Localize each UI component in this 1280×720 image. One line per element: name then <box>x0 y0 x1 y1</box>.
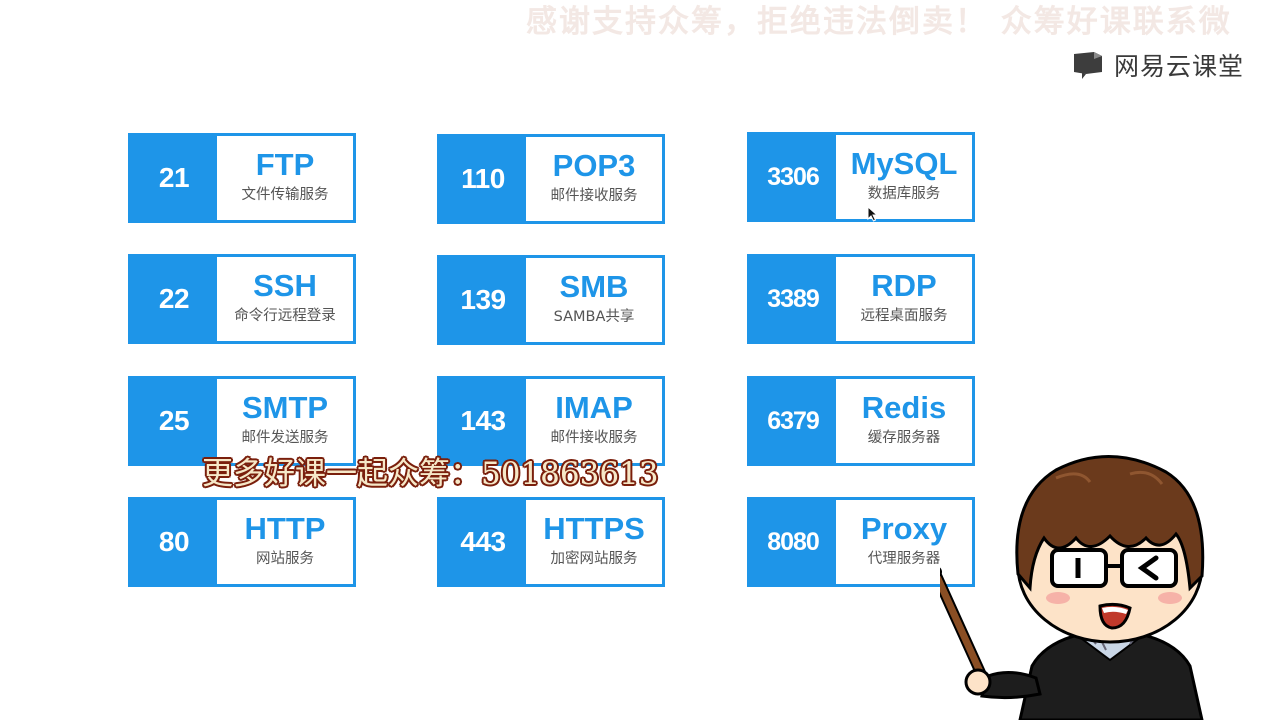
service-description: 网站服务 <box>256 551 314 567</box>
service-description: 邮件发送服务 <box>241 430 329 446</box>
port-number: 25 <box>131 379 217 463</box>
port-number: 22 <box>131 257 217 341</box>
service-description: 加密网站服务 <box>550 551 638 567</box>
port-number: 3389 <box>750 257 836 341</box>
service-name: MySQL <box>850 146 958 181</box>
service-description: 数据库服务 <box>867 186 941 202</box>
port-card-proxy: 8080 Proxy 代理服务器 <box>747 497 975 587</box>
service-info: HTTPS 加密网站服务 <box>526 500 662 584</box>
service-name: SSH <box>253 268 317 303</box>
service-description: 缓存服务器 <box>867 430 941 446</box>
port-card-ftp: 21 FTP 文件传输服务 <box>128 133 356 223</box>
brand: 网易云课堂 <box>1072 48 1244 82</box>
service-name: Redis <box>861 390 947 425</box>
port-card-smtp: 25 SMTP 邮件发送服务 <box>128 376 356 466</box>
service-info: POP3 邮件接收服务 <box>526 137 662 221</box>
service-name: SMTP <box>241 390 329 425</box>
mouse-pointer-icon <box>867 206 879 222</box>
port-number: 3306 <box>750 135 836 219</box>
service-name: IMAP <box>555 390 633 425</box>
port-card-smb: 139 SMB SAMBA共享 <box>437 255 665 345</box>
watermark-text: 感谢支持众筹，拒绝违法倒卖！ 众筹好课联系微 <box>526 4 1232 40</box>
port-number: 139 <box>440 258 526 342</box>
service-description: SAMBA共享 <box>553 309 635 325</box>
cartoon-presenter-illustration <box>940 455 1205 720</box>
service-description: 邮件接收服务 <box>550 188 638 204</box>
service-info: FTP 文件传输服务 <box>217 136 353 220</box>
service-info: HTTP 网站服务 <box>217 500 353 584</box>
service-name: Proxy <box>860 511 948 546</box>
service-name: HTTPS <box>543 511 645 546</box>
service-description: 文件传输服务 <box>241 187 329 203</box>
port-number: 443 <box>440 500 526 584</box>
port-number: 6379 <box>750 379 836 463</box>
service-info: Redis 缓存服务器 <box>836 379 972 463</box>
service-description: 代理服务器 <box>867 551 941 567</box>
service-info: IMAP 邮件接收服务 <box>526 379 662 463</box>
service-description: 命令行远程登录 <box>234 308 336 324</box>
port-number: 21 <box>131 136 217 220</box>
service-description: 远程桌面服务 <box>860 308 948 324</box>
service-description: 邮件接收服务 <box>550 430 638 446</box>
service-info: SSH 命令行远程登录 <box>217 257 353 341</box>
netease-cloud-classroom-logo-icon <box>1074 52 1102 79</box>
port-number: 80 <box>131 500 217 584</box>
port-card-https: 443 HTTPS 加密网站服务 <box>437 497 665 587</box>
service-info: SMB SAMBA共享 <box>526 258 662 342</box>
service-name: POP3 <box>552 148 636 183</box>
port-number: 8080 <box>750 500 836 584</box>
port-card-redis: 6379 Redis 缓存服务器 <box>747 376 975 466</box>
port-card-ssh: 22 SSH 命令行远程登录 <box>128 254 356 344</box>
service-name: HTTP <box>244 511 326 546</box>
port-number: 143 <box>440 379 526 463</box>
service-info: MySQL 数据库服务 <box>836 135 972 219</box>
port-card-pop3: 110 POP3 邮件接收服务 <box>437 134 665 224</box>
service-name: SMB <box>559 269 629 304</box>
service-name: FTP <box>255 147 315 182</box>
service-info: Proxy 代理服务器 <box>836 500 972 584</box>
brand-name: 网易云课堂 <box>1114 52 1245 81</box>
port-card-imap: 143 IMAP 邮件接收服务 <box>437 376 665 466</box>
service-info: SMTP 邮件发送服务 <box>217 379 353 463</box>
port-card-rdp: 3389 RDP 远程桌面服务 <box>747 254 975 344</box>
subtitle-overlay: 更多好课一起众筹：501863613 <box>202 456 659 492</box>
service-info: RDP 远程桌面服务 <box>836 257 972 341</box>
port-card-mysql: 3306 MySQL 数据库服务 <box>747 132 975 222</box>
port-number: 110 <box>440 137 526 221</box>
service-name: RDP <box>871 268 937 303</box>
port-card-http: 80 HTTP 网站服务 <box>128 497 356 587</box>
